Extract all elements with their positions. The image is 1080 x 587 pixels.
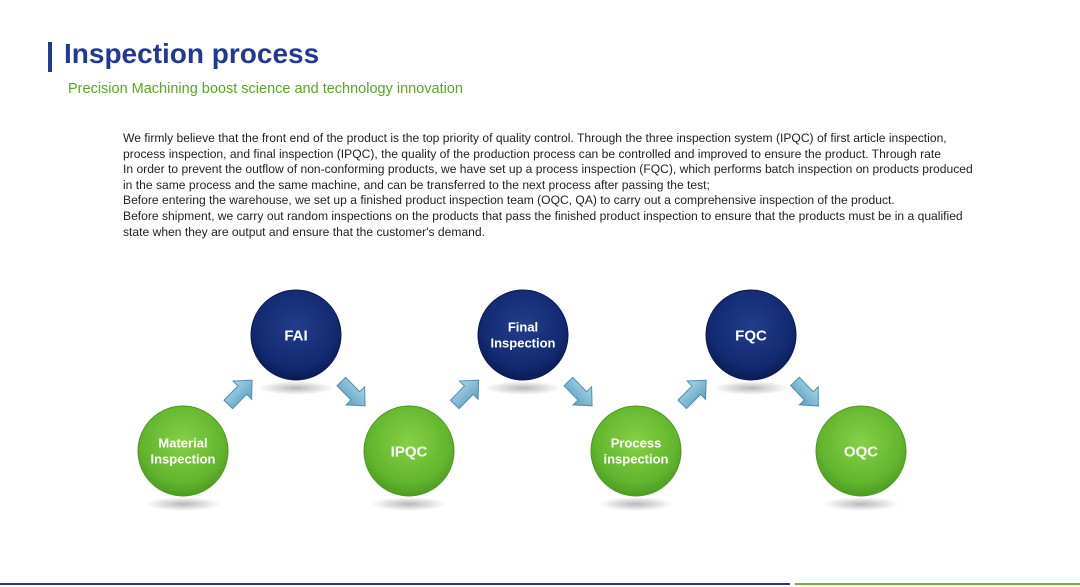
flow-arrow	[563, 376, 593, 407]
node-circle	[477, 289, 569, 381]
node-label: IPQC	[391, 443, 428, 460]
node-circle	[137, 405, 229, 497]
description-paragraph: Before shipment, we carry out random ins…	[123, 208, 963, 239]
node-circle	[590, 405, 682, 497]
flow-arrow	[223, 379, 253, 410]
flow-arrow	[336, 376, 366, 407]
flow-arrow	[789, 376, 819, 407]
description-text: We firmly believe that the front end of …	[123, 131, 973, 240]
node-shadow	[370, 497, 448, 511]
node-circle	[705, 289, 797, 381]
footer-rule	[0, 583, 790, 585]
node-label: inspection	[603, 452, 668, 467]
node-label: FQC	[735, 327, 767, 344]
node-shadow	[484, 381, 562, 395]
node-label: Process	[611, 436, 662, 451]
title-accent-bar	[48, 42, 52, 72]
node-fai: FAI	[250, 289, 342, 395]
node-circle	[815, 405, 907, 497]
node-label: Material	[158, 436, 207, 451]
node-oqc: OQC	[815, 405, 907, 511]
description-paragraph: We firmly believe that the front end of …	[123, 131, 947, 161]
node-label: Inspection	[490, 336, 555, 351]
node-shadow	[144, 497, 222, 511]
node-label: FAI	[284, 327, 307, 344]
node-fqc: FQC	[705, 289, 797, 395]
page-subtitle: Precision Machining boost science and te…	[68, 81, 463, 97]
node-shadow	[597, 497, 675, 511]
description-paragraph: Before entering the warehouse, we set up…	[123, 193, 895, 208]
node-circle	[363, 405, 455, 497]
node-label: Inspection	[150, 452, 215, 467]
node-circle	[250, 289, 342, 381]
node-ipqc: IPQC	[363, 405, 455, 511]
description-paragraph: In order to prevent the outflow of non-c…	[123, 162, 973, 192]
node-shadow	[712, 381, 790, 395]
node-shadow	[822, 497, 900, 511]
node-shadow	[257, 381, 335, 395]
page-title: Inspection process	[64, 38, 320, 69]
node-label: Final	[508, 320, 538, 335]
flow-arrow	[449, 379, 480, 410]
node-label: OQC	[844, 443, 878, 460]
footer-rule-accent	[795, 583, 1080, 585]
flow-arrow	[677, 379, 707, 410]
